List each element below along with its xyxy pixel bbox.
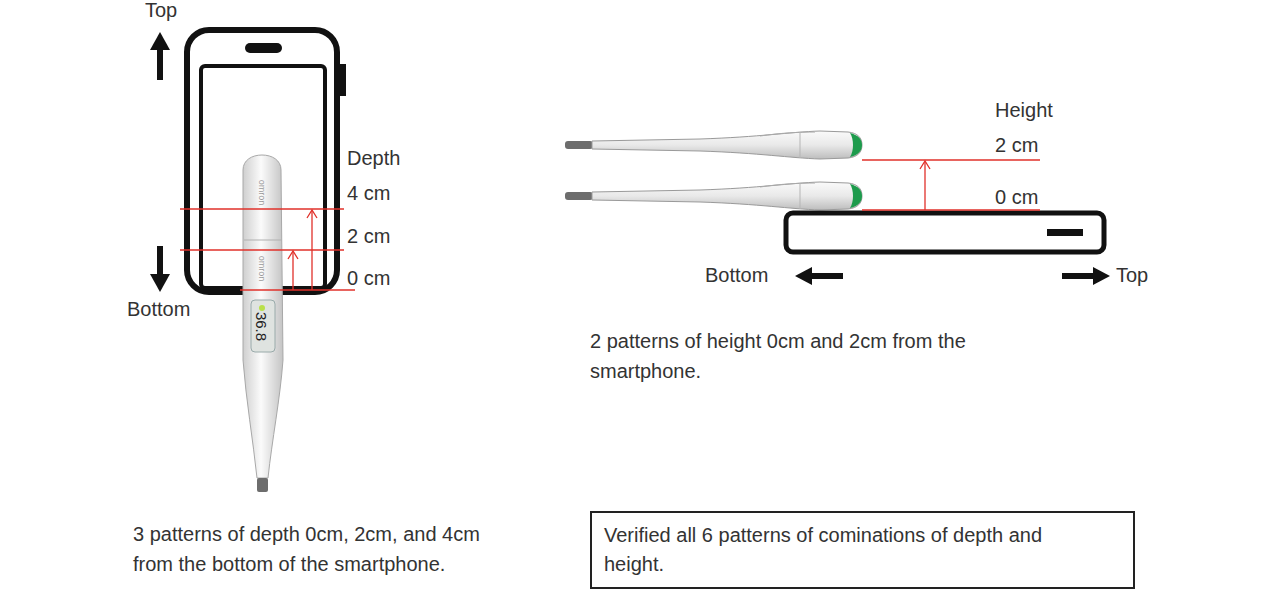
dimension-label: 4 cm: [347, 181, 390, 205]
note-text: Verified all 6 patterns of cominations o…: [604, 521, 1074, 579]
caption-text: 3 patterns of depth 0cm, 2cm, and 4cm fr…: [133, 519, 483, 579]
dimension-label: 0 cm: [995, 185, 1038, 209]
dimension-label: 0 cm: [347, 266, 390, 290]
axis-title: Depth: [347, 146, 400, 170]
direction-label: Bottom: [705, 263, 768, 287]
dimension-label: 2 cm: [347, 224, 390, 248]
direction-label: Top: [145, 0, 177, 22]
display-reading: 36.8: [253, 311, 270, 340]
brand-mark: omron: [256, 255, 267, 281]
axis-title: Height: [995, 98, 1053, 122]
brand-mark: omron: [256, 179, 267, 205]
direction-label: Top: [1116, 263, 1148, 287]
caption-text: 2 patterns of height 0cm and 2cm from th…: [590, 326, 1060, 386]
dimension-label: 2 cm: [995, 133, 1038, 157]
direction-label: Bottom: [127, 297, 190, 321]
note-box: Verified all 6 patterns of cominations o…: [590, 511, 1135, 589]
